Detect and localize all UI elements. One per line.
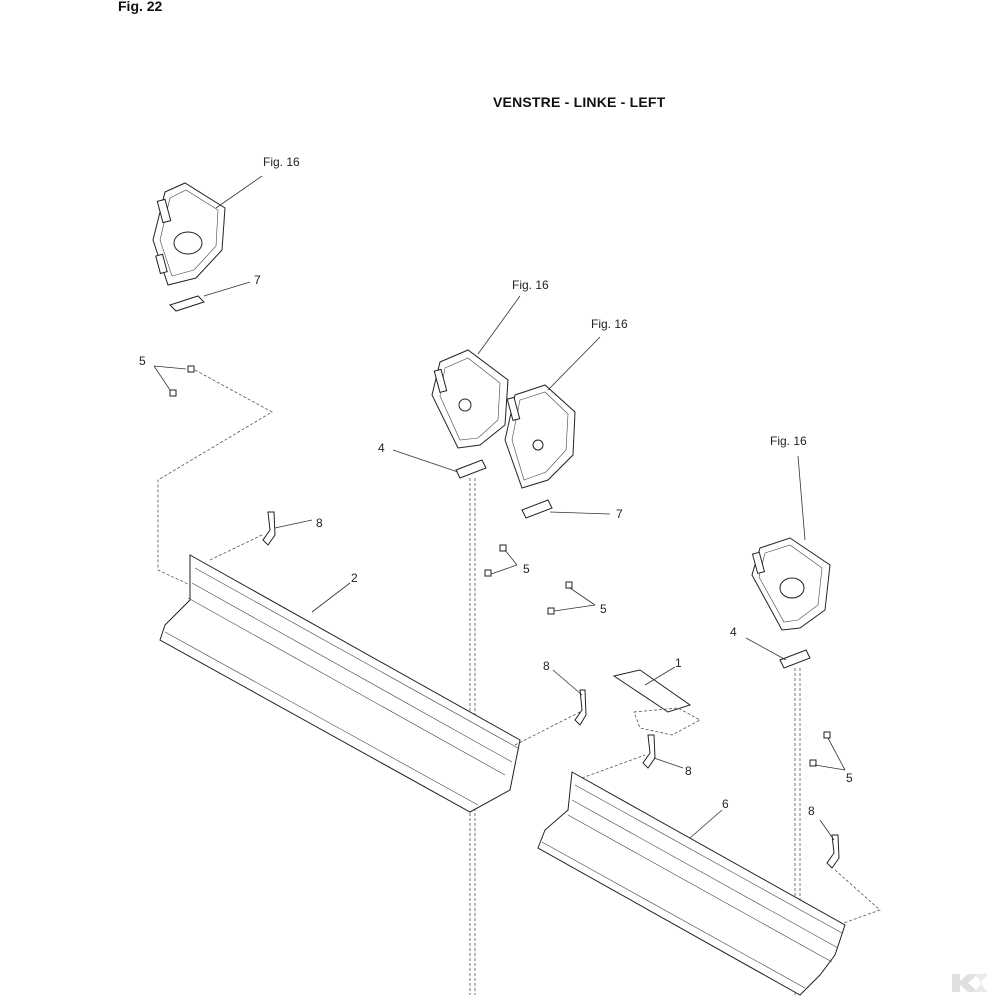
diagram-title: VENSTRE - LINKE - LEFT [493, 94, 666, 110]
callout-7-a: 7 [254, 273, 261, 287]
part-4-clip-right [779, 649, 811, 669]
part-8-bracket-lower [642, 734, 656, 769]
callout-2: 2 [351, 571, 358, 585]
part-5-nut-right-2 [809, 759, 817, 767]
callout-fig16-b: Fig. 16 [512, 278, 549, 292]
part-5-nut-center-3 [565, 581, 573, 589]
part-8-bracket-left [262, 511, 276, 546]
callout-4-a: 4 [378, 441, 385, 455]
callout-7-b: 7 [616, 507, 623, 521]
callout-fig16-a: Fig. 16 [263, 155, 300, 169]
leader-fig16-a [215, 175, 263, 209]
callout-5-d: 5 [846, 771, 853, 785]
callout-6: 6 [722, 797, 729, 811]
part-5-nut-center-4 [547, 607, 555, 615]
part-5-nut-right-1 [823, 731, 831, 739]
callout-fig16-c: Fig. 16 [591, 317, 628, 331]
bracket-plate-right [751, 537, 831, 631]
callout-5-c: 5 [600, 602, 607, 616]
callout-8-d: 8 [808, 804, 815, 818]
part-7-clip-top [169, 295, 205, 312]
part-5-nut-center-2 [484, 569, 492, 577]
part-7-clip-center [521, 499, 553, 519]
part-8-bracket-center [574, 689, 587, 726]
callout-fig16-d: Fig. 16 [770, 434, 807, 448]
bracket-plate-center-2 [504, 384, 576, 489]
bracket-plate-center-1 [431, 349, 509, 449]
callout-5-b: 5 [523, 562, 530, 576]
callout-5-a: 5 [139, 354, 146, 368]
part-4-clip-center [455, 459, 487, 479]
callout-1: 1 [675, 656, 682, 670]
part-8-bracket-right [826, 834, 840, 869]
part-5-nut-left-1 [187, 365, 195, 373]
callout-4-b: 4 [730, 625, 737, 639]
part-5-nut-center-1 [499, 544, 507, 552]
part-1-plate [612, 669, 692, 713]
callout-8-a: 8 [316, 516, 323, 530]
bracket-plate-top-left [152, 182, 226, 286]
part-2-beam [159, 554, 521, 813]
part-5-nut-left-2 [169, 389, 177, 397]
callout-8-c: 8 [685, 764, 692, 778]
figure-number: Fig. 22 [118, 0, 163, 14]
callout-8-b: 8 [543, 659, 550, 673]
part-6-beam [537, 771, 846, 996]
brand-logo-watermark [952, 974, 988, 992]
